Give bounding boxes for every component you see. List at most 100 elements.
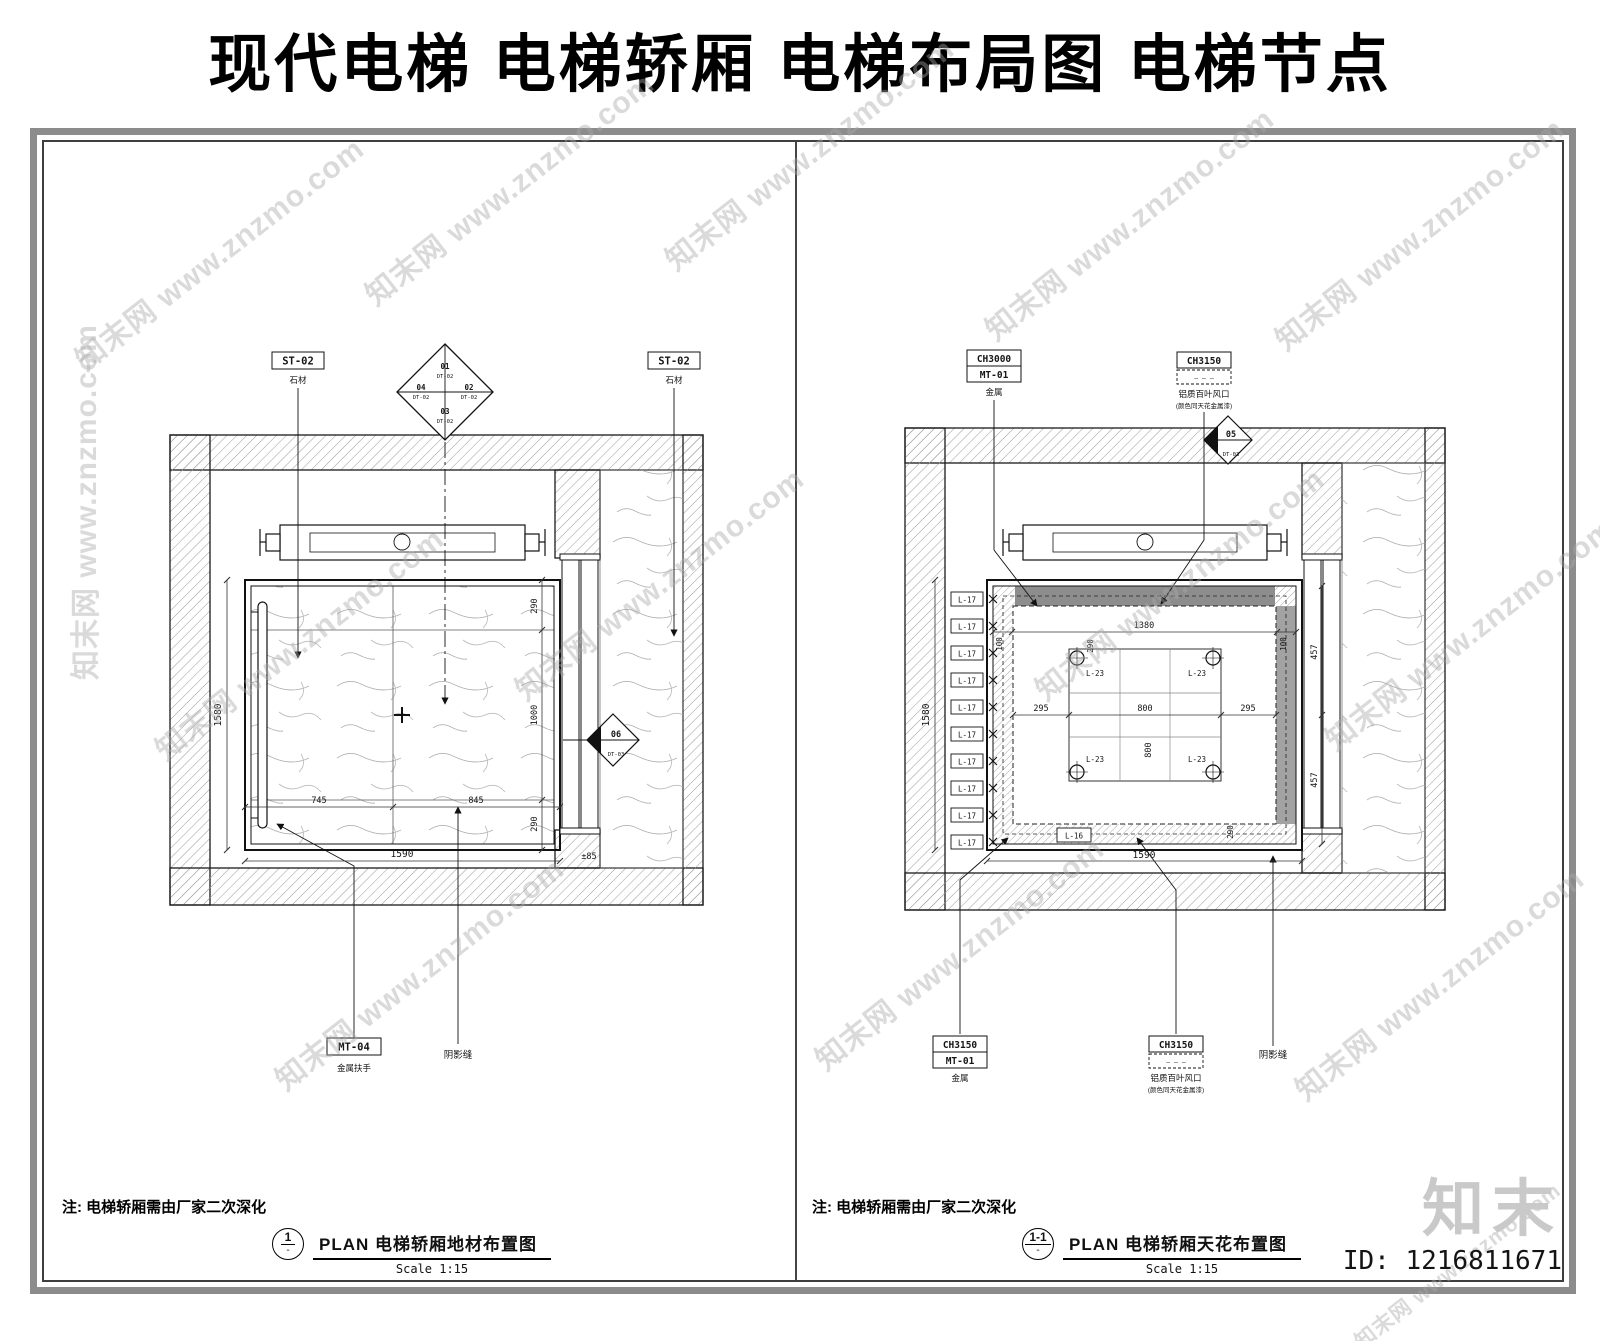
dim-457-top: 457 [1310,644,1320,659]
marker-sheet-03: DT-02 [437,419,454,425]
detail-marker-4way [396,343,494,441]
dim-290-top: 290 [530,598,540,613]
dimension-texts: 1580 1590 290 1000 290 745 845 ±85 [213,598,597,862]
marker-sheet-02: DT-02 [461,395,478,401]
dim-457-bottom: 457 [1310,772,1320,787]
st02-right-material: 石材 [665,375,683,385]
svg-text:L-17: L-17 [958,758,976,767]
svg-text:— — —: — — — [1166,1058,1186,1066]
dim-1380: 1380 [1134,621,1154,631]
mt04-material: 金属扶手 [337,1063,372,1073]
svg-text:阴影缝: 阴影缝 [1259,1049,1288,1061]
st02-left-material: 石材 [289,375,307,385]
svg-text:— — —: — — — [1194,374,1214,382]
svg-text:铝质百叶风口: 铝质百叶风口 [1178,389,1229,399]
plan-number-right: 1-1 [1025,1231,1051,1245]
dim-level: ±85 [581,852,596,862]
plan-number-left: 1 [280,1231,296,1245]
detail-marker-05: 05 DT-03 [1203,415,1253,465]
floor-plan-svg: 01 DT-02 02 DT-02 03 DT-02 04 DT-02 06 D… [169,343,704,1073]
marker-sheet-05: DT-03 [1223,452,1240,458]
center-cross [394,707,410,723]
plan-scale-left: Scale 1:15 [395,1262,469,1276]
label-seam: 阴影缝 [444,806,473,1061]
marker-no-02: 02 [464,383,473,392]
marker-no-01: 01 [440,362,450,371]
svg-text:金属: 金属 [951,1073,968,1083]
dim-1580: 1580 [921,703,932,726]
marker-no-04: 04 [416,383,426,392]
site-brand: 知末 ID: 1216811671 [1342,1175,1562,1277]
svg-text:L-17: L-17 [958,812,976,821]
svg-text:L-17: L-17 [958,839,976,848]
plan-sheet-right: - [1036,1245,1040,1256]
dim-800-h: 800 [1137,704,1152,714]
panel-divider [795,142,797,1280]
marker-sheet-04: DT-02 [413,395,430,401]
plan-title-left: PLAN 电梯轿厢地材布置图 [313,1228,551,1260]
svg-text:金属: 金属 [985,387,1002,397]
l16-label: L-16 [1056,827,1092,843]
svg-text:(颜色同天花金属漆): (颜色同天花金属漆) [1148,1085,1204,1094]
floor-joints [251,586,554,844]
page-title: 现代电梯 电梯轿厢 电梯布局图 电梯节点 [208,30,1392,100]
l23-label-br: L-23 [1188,755,1206,764]
marker-no-06: 06 [611,730,621,740]
site-logo: 知末 [1421,1175,1562,1244]
mt04-code: MT-04 [338,1042,370,1054]
drawing-frame-inner-border [42,140,1564,1282]
handrail [251,601,268,829]
dim-1590: 1590 [391,849,414,860]
dim-295-right: 295 [1240,704,1255,714]
svg-text:L-17: L-17 [958,677,976,686]
dim-845: 845 [468,796,483,806]
svg-text:铝质百叶风口: 铝质百叶风口 [1150,1073,1201,1083]
resource-id: ID: 1216811671 [1342,1246,1562,1276]
detail-marker-4way-text: 01 DT-02 02 DT-02 03 DT-02 04 DT-02 [413,362,478,425]
l17-markers: L-17 L-17 L-17 L-17 L-17 L-17 L-17 L-17 … [950,591,998,850]
note-right: 注: 电梯轿厢需由厂家二次深化 [812,1199,1017,1216]
l23-label-bl: L-23 [1086,755,1104,764]
shaft-walls [169,434,704,906]
marker-sheet-01: DT-02 [437,374,454,380]
label-st02-right: ST-02 石材 [647,351,701,637]
st02-left-code: ST-02 [282,356,314,368]
svg-text:MT-01: MT-01 [980,370,1009,381]
dim-745: 745 [311,796,326,806]
landing-floor [599,469,684,869]
svg-text:MT-01: MT-01 [946,1056,975,1067]
svg-text:L-17: L-17 [958,650,976,659]
svg-text:(颜色同天花金属漆): (颜色同天花金属漆) [1176,401,1232,410]
svg-text:L-16: L-16 [1065,832,1084,841]
detail-marker-06: 06 DT-03 [563,713,640,767]
plan-sheet-left: - [286,1245,290,1256]
label-ch3150-mt01-bottom: CH3150 MT-01 金属 [932,837,1009,1083]
plan-bubble-left: 1 - [272,1228,304,1260]
label-ch3150-top: CH3150 — — — 铝质百叶风口 (颜色同天花金属漆) [1160,351,1232,605]
svg-text:CH3150: CH3150 [1187,356,1222,367]
titleblock-left: 1 - PLAN 电梯轿厢地材布置图 Scale 1:15 [272,1228,551,1276]
svg-text:L-17: L-17 [958,785,976,794]
downlights [1066,647,1224,783]
shaft-walls [904,427,1446,911]
dim-295-left: 295 [1033,704,1048,714]
dim-1000: 1000 [530,705,540,725]
plan-bubble-right: 1-1 - [1022,1228,1054,1260]
svg-text:CH3000: CH3000 [977,354,1012,365]
svg-text:L-17: L-17 [958,596,976,605]
dim-800-v: 800 [1144,742,1154,757]
seam-label: 阴影缝 [444,1049,473,1061]
ceiling-plan-svg: L-23 L-23 L-23 L-23 L-16 L-17 L-17 L-17 [904,349,1446,1094]
svg-text:CH3150: CH3150 [943,1040,978,1051]
marker-no-03: 03 [440,407,450,416]
dim-100-left: 100 [995,637,1004,651]
dim-100-right: 100 [1279,637,1288,651]
label-seam: 阴影缝 [1259,855,1288,1061]
car-door [1301,553,1343,835]
car-walls [244,579,561,851]
dim-290-bottom: 290 [1226,825,1235,839]
dim-290-bottom: 290 [530,816,540,831]
landing-floor [1341,462,1426,874]
svg-text:L-17: L-17 [958,704,976,713]
